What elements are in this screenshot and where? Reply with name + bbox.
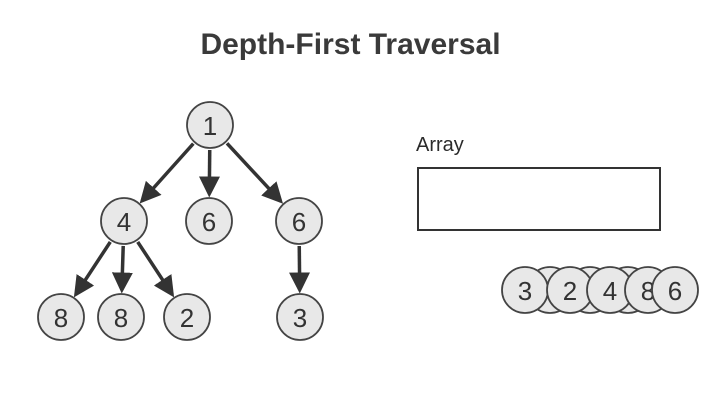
stacked-node-0: 3 bbox=[501, 266, 549, 314]
tree-node-n8b: 8 bbox=[97, 293, 145, 341]
node-circle bbox=[275, 197, 323, 245]
node-circle bbox=[651, 266, 699, 314]
tree-nodes: 1 4 6 6 8 8 2 3 bbox=[37, 101, 324, 341]
tree-node-n2: 2 bbox=[163, 293, 211, 341]
node-label: 2 bbox=[563, 276, 577, 306]
node-label: 3 bbox=[293, 303, 307, 333]
node-label: 8 bbox=[54, 303, 68, 333]
tree-node-n6b: 6 bbox=[275, 197, 323, 245]
node-label: 1 bbox=[203, 111, 217, 141]
array-label: Array bbox=[416, 134, 464, 156]
tree-node-n8a: 8 bbox=[37, 293, 85, 341]
edge-n4-n2 bbox=[136, 240, 175, 298]
node-circle bbox=[97, 293, 145, 341]
node-label: 2 bbox=[180, 303, 194, 333]
node-label: 6 bbox=[668, 276, 682, 306]
tree-edges bbox=[73, 142, 311, 298]
node-circle bbox=[186, 101, 234, 149]
tree-node-n4: 4 bbox=[100, 197, 148, 245]
node-label: 3 bbox=[518, 276, 532, 306]
node-label: 8 bbox=[114, 303, 128, 333]
stacked-node-4: 4 bbox=[586, 266, 634, 314]
tree-node-n3: 3 bbox=[276, 293, 324, 341]
stacked-node-7: 6 bbox=[651, 266, 699, 314]
node-circle bbox=[163, 293, 211, 341]
tree-node-n6a: 6 bbox=[185, 197, 233, 245]
node-circle bbox=[37, 293, 85, 341]
array-box bbox=[417, 167, 661, 231]
edge-n1-n4 bbox=[139, 142, 195, 204]
node-label: 6 bbox=[202, 207, 216, 237]
node-circle bbox=[100, 197, 148, 245]
edge-n4-n8b bbox=[111, 245, 133, 294]
tree-node-n1: 1 bbox=[186, 101, 234, 149]
node-circle bbox=[185, 197, 233, 245]
node-label: 8 bbox=[641, 276, 655, 306]
node-label: 4 bbox=[117, 207, 131, 237]
node-circle bbox=[276, 293, 324, 341]
node-label: 6 bbox=[292, 207, 306, 237]
edge-n1-n6b bbox=[225, 142, 284, 204]
edge-n4-n8a bbox=[73, 240, 112, 298]
node-label: 4 bbox=[603, 276, 617, 306]
stacked-node-2: 2 bbox=[546, 266, 594, 314]
diagram-title: Depth-First Traversal bbox=[200, 28, 501, 61]
